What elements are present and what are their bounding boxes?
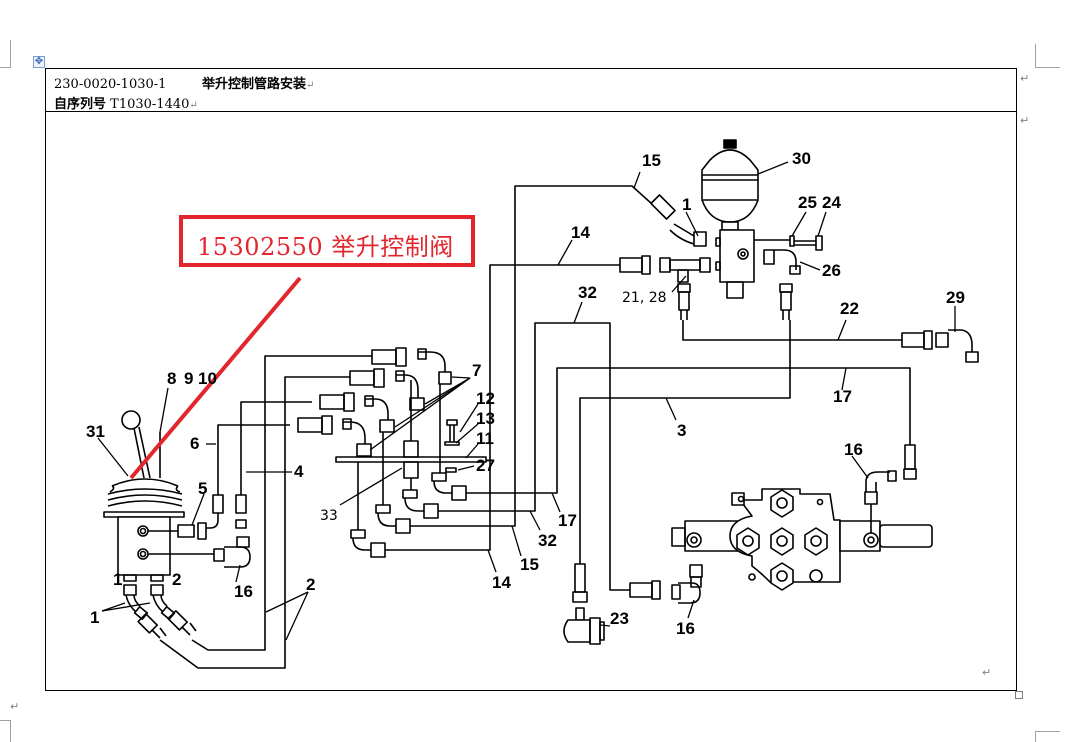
hose-4-6: [206, 401, 312, 529]
label-14-top: 14: [571, 223, 590, 242]
table-move-handle-icon[interactable]: ✥: [33, 56, 45, 68]
label-21-28: 21, 28: [622, 290, 667, 306]
label-22: 22: [840, 299, 859, 318]
hose-3: [572, 320, 791, 603]
label-23: 23: [610, 609, 629, 628]
header-line-1: 230-0020-1030-1 举升控制管路安装↵: [54, 73, 314, 92]
hose-17: [466, 367, 917, 494]
label-30: 30: [792, 149, 811, 168]
label-26: 26: [822, 261, 841, 280]
page-corner-mark-top-right: [1035, 44, 1060, 68]
label-16-right: 16: [844, 440, 863, 459]
hose-15: [410, 185, 676, 527]
label-11: 11: [476, 429, 494, 448]
label-16-lower: 16: [676, 619, 695, 638]
label-port-1: 1: [113, 570, 122, 589]
label-32-top: 32: [578, 283, 597, 302]
label-15-lower: 15: [520, 555, 539, 574]
page-corner-mark-bottom-left: [0, 720, 11, 742]
label-27: 27: [476, 456, 495, 475]
label-4: 4: [294, 462, 304, 481]
label-29: 29: [946, 288, 965, 307]
label-10: 10: [198, 369, 217, 388]
hose-32: [438, 322, 661, 600]
label-1-left: 1: [90, 608, 99, 627]
label-24: 24: [822, 193, 841, 212]
label-9: 9: [184, 369, 193, 388]
accumulator-30: [701, 139, 759, 231]
label-25: 25: [798, 193, 817, 212]
paragraph-mark-icon: ↵: [10, 700, 20, 713]
valve-block: [659, 223, 823, 320]
leader-lines: [97, 161, 956, 641]
paragraph-mark-icon: ↵: [1020, 114, 1030, 127]
paragraph-mark-icon: ↵: [306, 80, 315, 91]
assembly-title: 举升控制管路安装: [202, 77, 307, 92]
label-12: 12: [476, 389, 495, 408]
multiway-valve: [563, 470, 933, 645]
callout-box: 15302550 举升控制阀: [179, 215, 475, 267]
label-16-left: 16: [234, 582, 253, 601]
page-corner-mark-bottom-right: [1035, 731, 1060, 742]
label-3: 3: [677, 421, 686, 440]
part-number: 230-0020-1030-1: [54, 77, 167, 92]
callout-pointer: [129, 276, 302, 480]
part-labels: 15 30 1 25 24 26 21, 28 14 32 22 29 17 3…: [86, 149, 965, 638]
label-2: 2: [306, 575, 315, 594]
paragraph-mark-icon: ↵: [1020, 72, 1030, 85]
serial-label: 自序列号: [54, 97, 107, 112]
hose-22: [682, 320, 979, 363]
label-1: 1: [682, 195, 691, 214]
paragraph-mark-icon: ↵: [189, 100, 198, 111]
joystick-control-valve: [103, 410, 251, 639]
label-17-right: 17: [833, 387, 852, 406]
label-15: 15: [642, 151, 661, 170]
label-32-lower: 32: [538, 531, 557, 550]
paragraph-mark-icon: ↵: [982, 666, 992, 679]
label-14-lower: 14: [492, 573, 511, 592]
callout-text: 15302550 举升控制阀: [197, 233, 454, 261]
label-33: 33: [320, 508, 338, 524]
hose-2: [159, 355, 372, 669]
header-line-2: 自序列号 T1030-1440↵: [54, 93, 198, 112]
label-17-lower: 17: [558, 511, 577, 530]
label-7: 7: [472, 361, 481, 380]
label-8: 8: [167, 369, 176, 388]
label-13: 13: [476, 409, 495, 428]
label-5: 5: [198, 479, 207, 498]
page-corner-mark-top-left: [0, 40, 11, 68]
serial-range: T1030-1440: [110, 97, 190, 112]
label-31: 31: [86, 422, 105, 441]
table-resize-handle[interactable]: [1015, 691, 1023, 699]
hose-14: [385, 255, 651, 551]
label-6: 6: [190, 434, 199, 453]
label-port-2: 2: [172, 570, 181, 589]
leader-lines-7: [369, 376, 471, 451]
